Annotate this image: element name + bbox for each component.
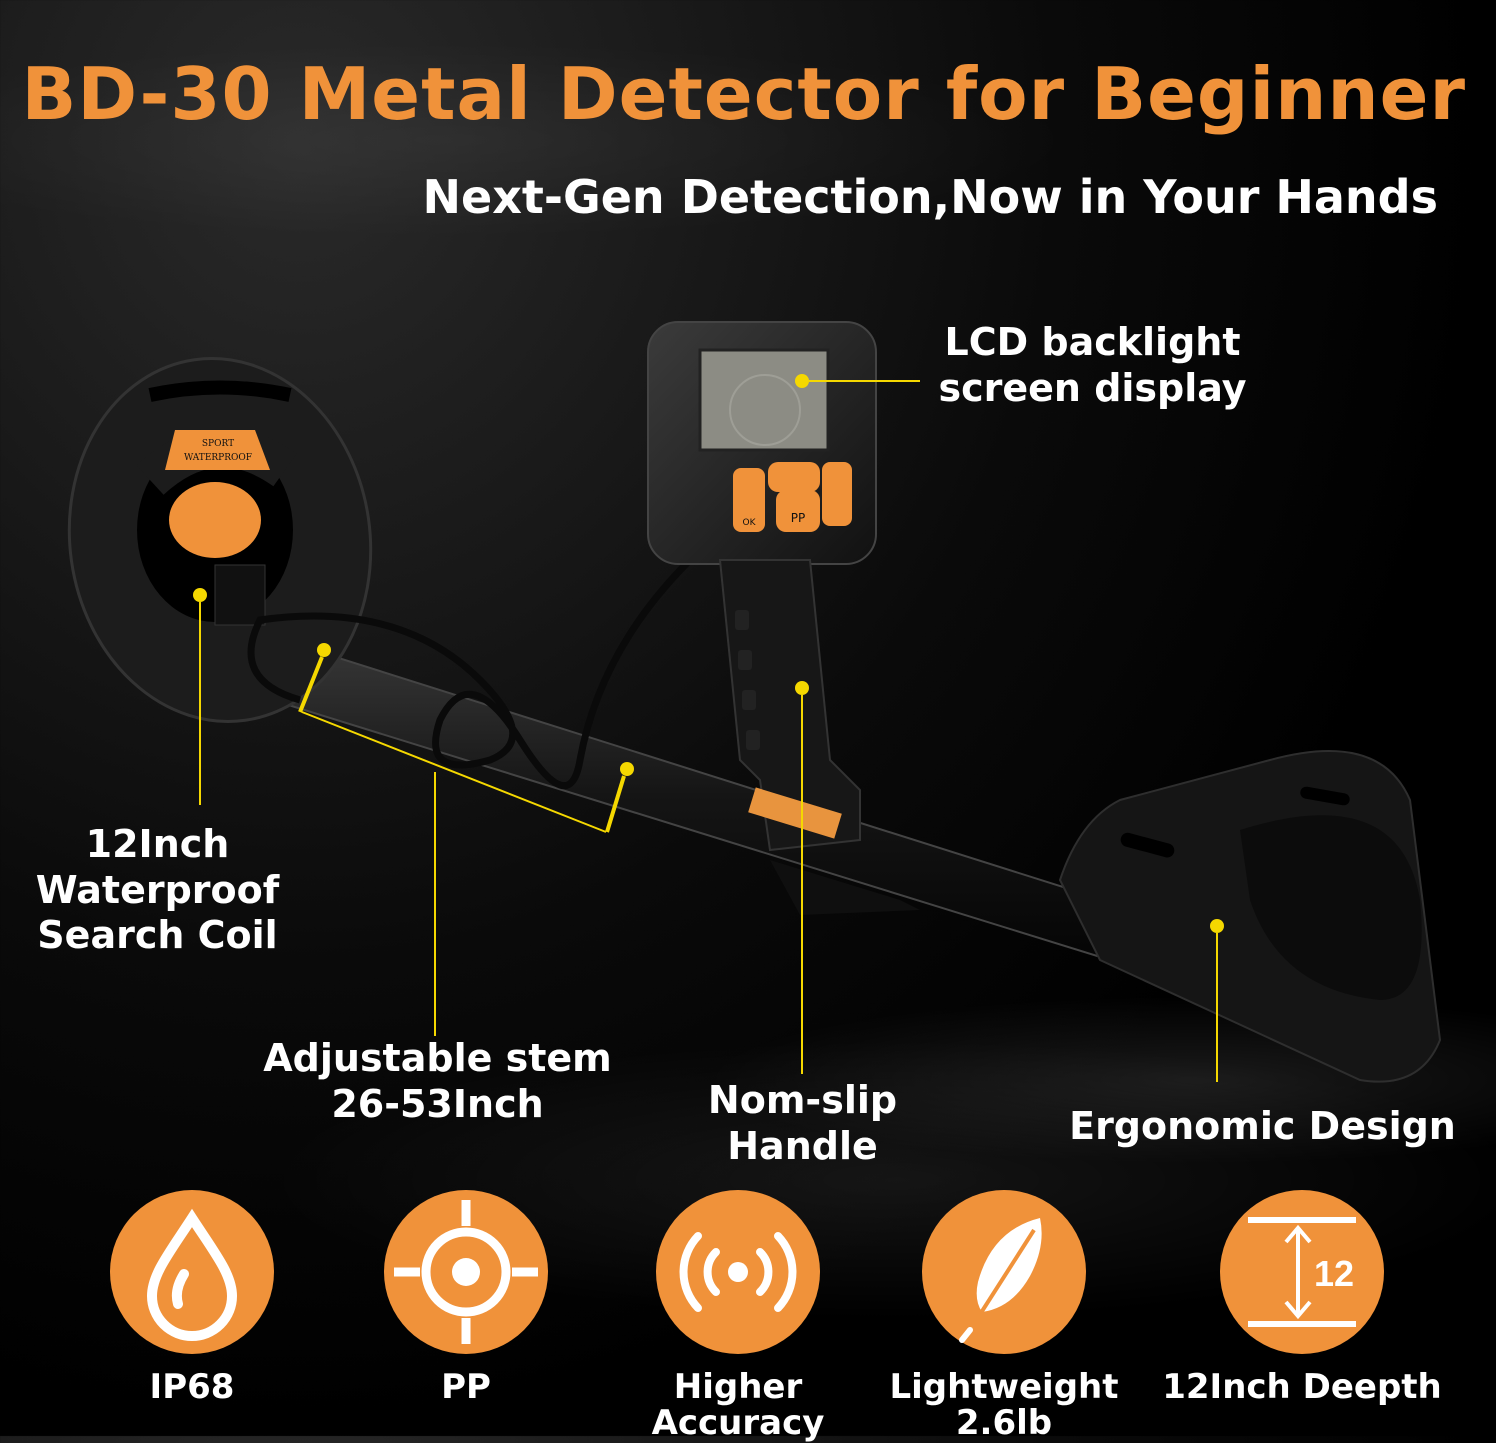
feature-label: Lightweight 2.6lb	[889, 1367, 1119, 1443]
feature-label: Higher Accuracy	[651, 1367, 825, 1443]
water-drop-icon	[110, 1190, 274, 1354]
depth-gauge-icon: 12	[1220, 1190, 1384, 1354]
signal-waves-icon	[656, 1190, 820, 1354]
svg-text:OK: OK	[743, 518, 757, 528]
arm-cuff	[1058, 750, 1442, 1083]
svg-text:12: 12	[1314, 1253, 1354, 1294]
feature-lightweight: Lightweight 2.6lb	[874, 1190, 1134, 1441]
feature-depth: 12 12Inch Deepth	[1142, 1190, 1462, 1406]
feature-label: 12Inch Deepth	[1162, 1367, 1442, 1407]
search-coil: SPORT WATERPROOF	[67, 357, 373, 723]
page-subtitle: Next-Gen Detection,Now in Your Hands	[422, 170, 1438, 224]
lcd-callout-label: LCD backlight screen display	[938, 320, 1247, 410]
coil-callout-label: 12Inch Waterproof Search Coil	[35, 822, 280, 958]
feather-icon	[922, 1190, 1086, 1354]
shaft	[238, 628, 1122, 962]
feature-accuracy: Higher Accuracy	[608, 1190, 868, 1441]
handle-callout-label: Nom-slip Handle	[707, 1078, 898, 1168]
feature-label: IP68	[149, 1367, 235, 1407]
handle	[718, 559, 920, 915]
target-icon	[384, 1190, 548, 1354]
coil-sticker-text: SPORT	[202, 439, 234, 449]
control-box: OK PP	[647, 321, 877, 565]
page-title: BD-30 Metal Detector for Beginner	[21, 52, 1466, 136]
feature-pp: PP	[336, 1190, 596, 1406]
feature-ip68: IP68	[62, 1190, 322, 1406]
callout-pointers	[193, 374, 1224, 1082]
svg-text:PP: PP	[791, 511, 805, 525]
stem-callout-label: Adjustable stem 26-53Inch	[263, 1036, 612, 1126]
feature-label: PP	[441, 1367, 491, 1407]
ergonomic-callout-label: Ergonomic Design	[1069, 1104, 1456, 1148]
svg-text:WATERPROOF: WATERPROOF	[184, 453, 252, 463]
